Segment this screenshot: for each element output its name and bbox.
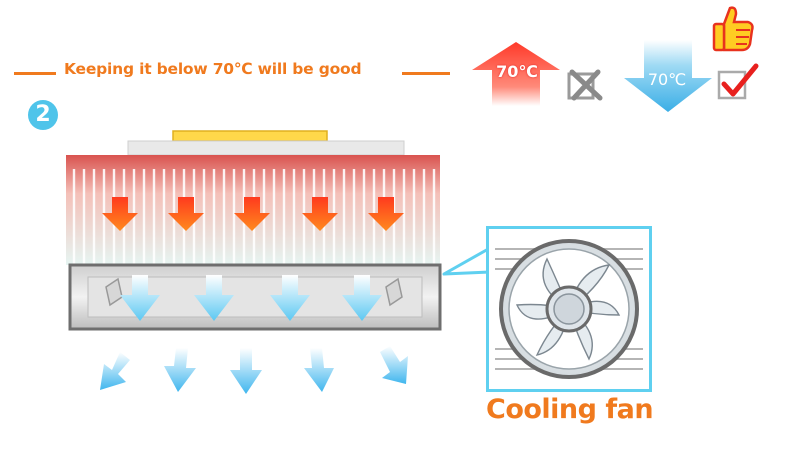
fan-icon (495, 239, 643, 379)
airflow-arrows (100, 346, 408, 394)
cool-temperature-label: 70℃ (647, 70, 687, 89)
cool-temperature-arrow-icon (624, 40, 712, 112)
cooling-fan-frame (486, 226, 652, 392)
step-number-badge: 2 (28, 100, 58, 130)
cooling-fan-label: Cooling fan (486, 394, 654, 425)
header-message: Keeping it below 70℃ will be good (64, 60, 362, 78)
callout-pointer (442, 246, 492, 276)
header-rule-left (14, 72, 56, 75)
check-mark-icon (717, 63, 759, 100)
hot-temperature-arrow-icon (472, 42, 560, 106)
hot-temperature-label: 70℃ (496, 62, 538, 81)
header-rule-right (402, 72, 450, 75)
heatsink-diagram (66, 130, 442, 331)
cross-mark-icon (567, 69, 603, 101)
thumbs-up-icon (712, 6, 754, 52)
